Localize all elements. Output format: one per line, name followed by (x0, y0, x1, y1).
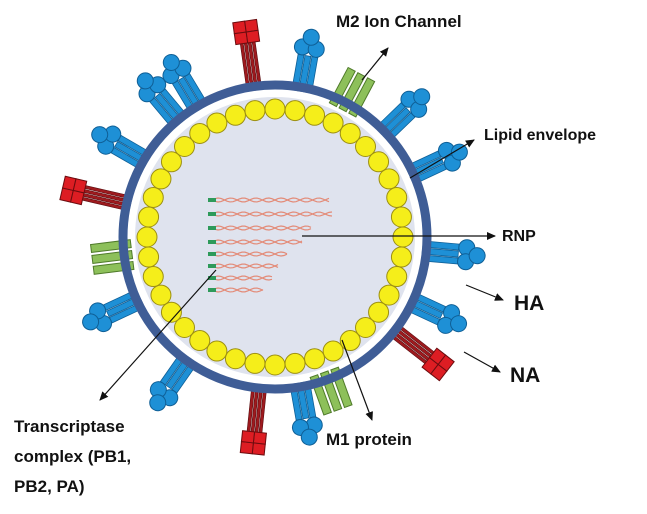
rnp-strand-icon (211, 263, 279, 269)
m1-protein-icon (322, 340, 344, 362)
m1-protein-icon (378, 168, 400, 190)
ha-spike-icon (289, 380, 323, 446)
m1-protein-icon (224, 348, 246, 370)
m1-protein-icon (284, 352, 306, 374)
ha-pointer (465, 284, 504, 301)
m1-protein-icon (138, 206, 160, 228)
m1-protein-icon (206, 340, 228, 362)
m1-pointer (341, 339, 373, 421)
lipid-pointer (409, 139, 475, 179)
m1-protein-icon (355, 135, 377, 157)
rnp-polymerase-icon (208, 198, 216, 202)
rnp-strand-icon (211, 225, 312, 231)
na-spike-icon (59, 175, 133, 212)
m1-protein-icon (368, 151, 390, 173)
ha-spike-icon (291, 28, 325, 94)
rnp-strand-icon (211, 251, 288, 257)
m1-protein-icon (386, 266, 408, 288)
m1-protein-icon (339, 122, 361, 144)
rnp-strand-icon (211, 275, 273, 281)
label-na: NA (510, 364, 540, 387)
rnp-polymerase-icon (208, 226, 216, 230)
rnp-strands (208, 197, 333, 293)
m1-protein-icon (142, 186, 164, 208)
label-transcriptase-line3: PB2, PA) (14, 477, 85, 496)
pointer-lines (99, 47, 504, 421)
m1-protein-icon (368, 301, 390, 323)
m1-protein-icon (138, 246, 160, 268)
rnp-polymerase-icon (208, 264, 216, 268)
m1-protein-icon (355, 317, 377, 339)
m1-protein-icon (173, 135, 195, 157)
m2-pointer (361, 47, 389, 81)
m1-protein-icon (244, 352, 266, 374)
m1-protein-icon (244, 100, 266, 122)
m1-protein-icon (160, 301, 182, 323)
virion-interior (135, 97, 415, 377)
lipid-envelope (118, 80, 432, 394)
m1-protein-icon (150, 284, 172, 306)
na-spike-icon (386, 321, 455, 382)
m1-protein-icon (390, 246, 412, 268)
label-m2-ion-channel: M2 Ion Channel (336, 12, 462, 31)
m1-protein-icon (322, 112, 344, 134)
m1-protein-icon (378, 284, 400, 306)
m1-protein-icon (390, 206, 412, 228)
label-lipid-envelope: Lipid envelope (484, 127, 596, 144)
m1-protein-icon (304, 104, 326, 126)
m1-protein-icon (173, 317, 195, 339)
m1-protein-icon (160, 151, 182, 173)
rnp-strand-icon (211, 263, 279, 269)
m1-protein-icon (264, 98, 286, 120)
label-m1-protein: M1 protein (326, 430, 412, 449)
m1-protein-icon (339, 330, 361, 352)
m1-protein-icon (136, 226, 158, 248)
rnp-strand-icon (211, 197, 330, 203)
rnp-strand-icon (211, 225, 312, 231)
m1-protein-icon (206, 112, 228, 134)
m1-protein-icon (386, 186, 408, 208)
m1-protein-icon (142, 266, 164, 288)
rnp-strand-icon (211, 287, 264, 293)
na-spike-icon (239, 383, 268, 456)
m1-protein-icon (392, 226, 414, 248)
m1-protein-icon (304, 348, 326, 370)
rnp-strand-icon (211, 239, 303, 245)
m1-protein-icon (150, 168, 172, 190)
label-ha: HA (514, 292, 544, 315)
m1-protein-layer (136, 98, 414, 376)
rnp-strand-icon (211, 211, 333, 217)
rnp-strand-icon (211, 197, 330, 203)
rnp-polymerase-icon (208, 240, 216, 244)
transcriptase-pointer (99, 269, 217, 401)
na-pointer (463, 351, 501, 373)
rnp-polymerase-icon (208, 276, 216, 280)
m1-protein-icon (189, 330, 211, 352)
rnp-polymerase-icon (208, 252, 216, 256)
ha-spike-icon (421, 239, 486, 271)
rnp-polymerase-icon (208, 288, 216, 292)
label-rnp: RNP (502, 228, 536, 245)
m1-protein-icon (189, 122, 211, 144)
m1-protein-icon (224, 104, 246, 126)
m1-protein-icon (264, 354, 286, 376)
ha-spike-icon (374, 88, 431, 143)
label-transcriptase-line1: Transcriptase (14, 417, 125, 436)
m1-protein-icon (284, 100, 306, 122)
label-transcriptase-line2: complex (PB1, (14, 447, 131, 466)
rnp-polymerase-icon (208, 212, 216, 216)
